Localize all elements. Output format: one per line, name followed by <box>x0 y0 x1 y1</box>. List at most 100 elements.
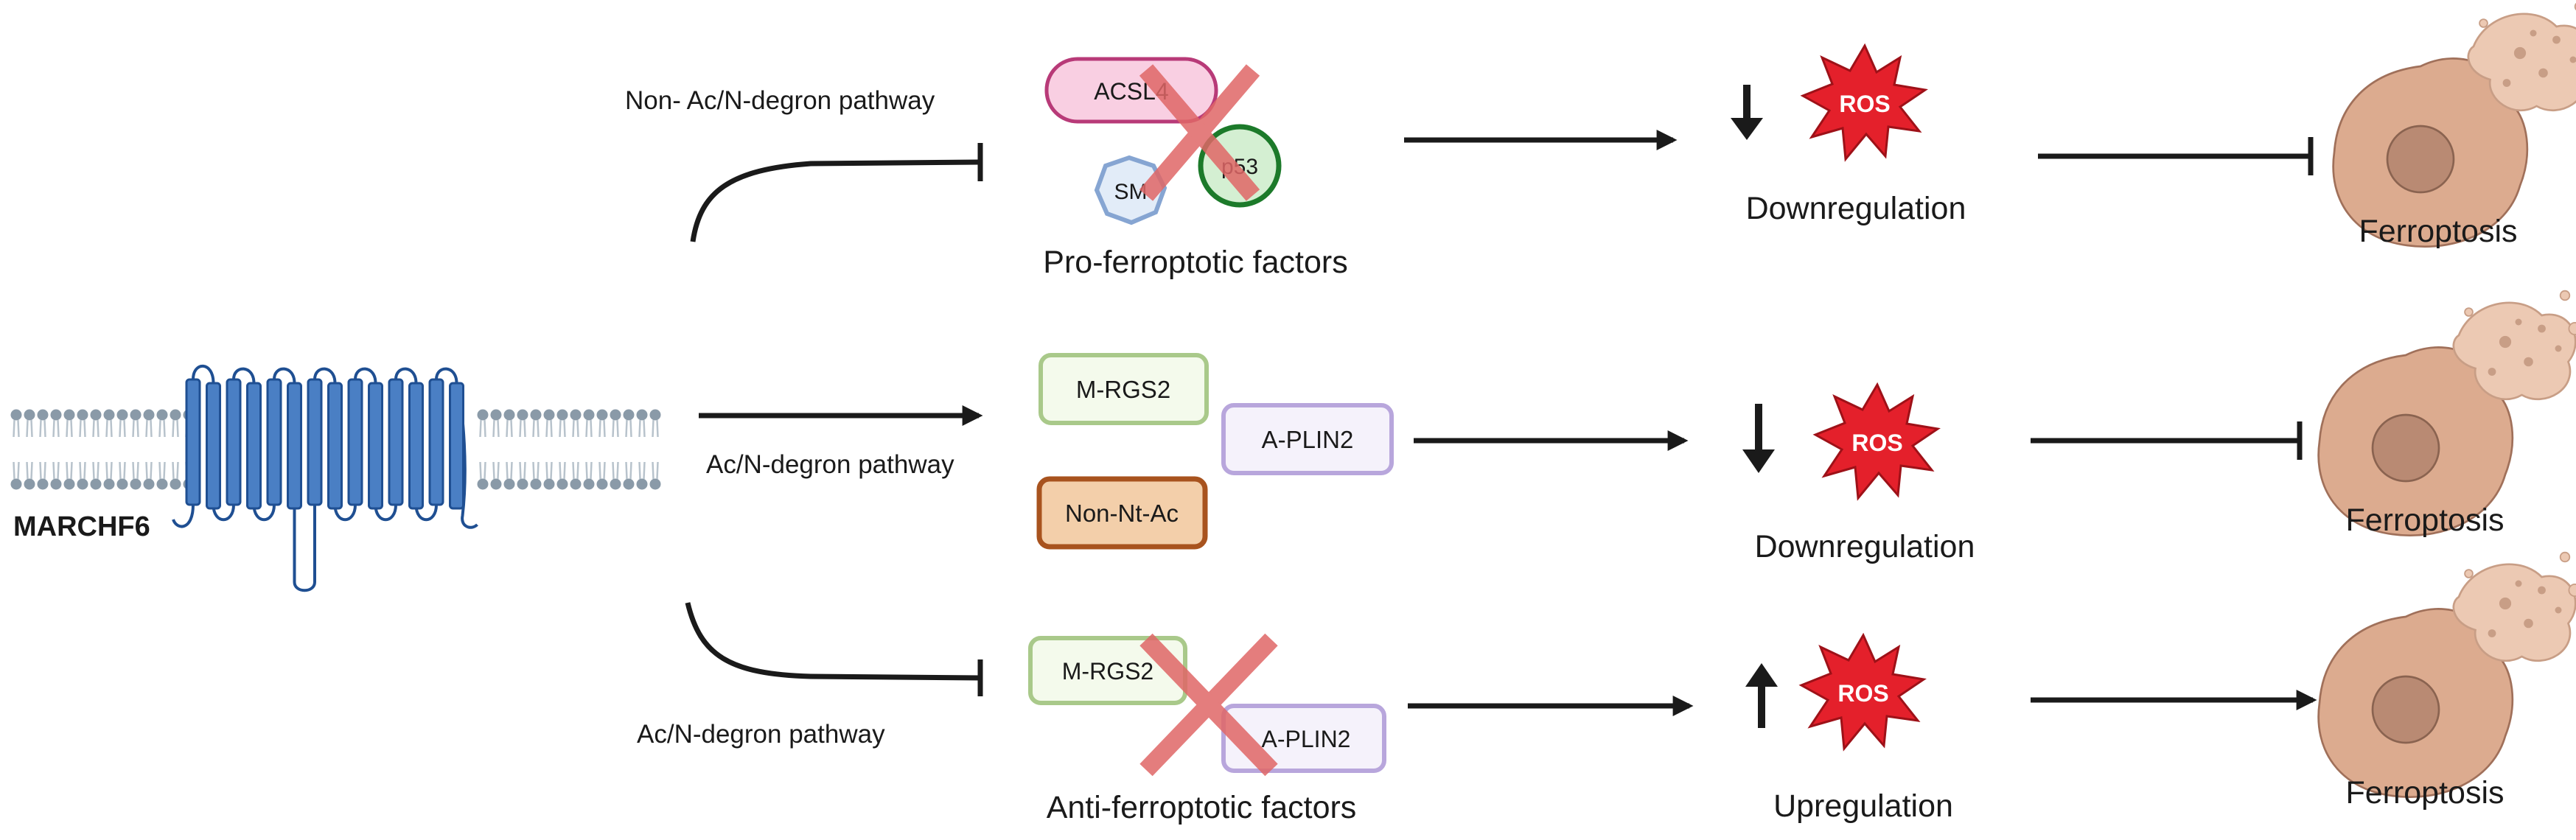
transmembrane-helix <box>246 382 262 510</box>
lipid-head <box>156 408 169 438</box>
bottom-ros: ROS <box>1800 634 1925 750</box>
transmembrane-helix <box>408 382 424 510</box>
bottom-outcome-label: Ferroptosis <box>2345 775 2504 811</box>
lipid-head <box>529 408 542 438</box>
marchf6-protein <box>172 364 478 592</box>
lipid-head <box>556 408 569 438</box>
lipid-head <box>76 408 89 438</box>
bottom-pathway-label: Ac/N-degron pathway <box>637 720 885 749</box>
lipid-head <box>10 461 23 491</box>
lipid-head <box>76 461 89 491</box>
lipid-head <box>649 461 662 491</box>
lipid-head <box>516 408 529 438</box>
lipid-head <box>156 461 169 491</box>
middle-pathway-label: Ac/N-degron pathway <box>706 450 954 479</box>
lipid-head <box>63 461 76 491</box>
factor-a-plin2-middle: A-PLIN2 <box>1221 403 1394 475</box>
transmembrane-helix <box>206 382 221 510</box>
lipid-head <box>489 408 503 438</box>
lipid-head <box>609 461 622 491</box>
bottom-ferroptotic-cell <box>2317 551 2576 799</box>
top-regulation-label: Downregulation <box>1746 191 1966 226</box>
transmembrane-helix <box>266 378 282 506</box>
lipid-head <box>542 461 556 491</box>
transmembrane-helix <box>307 378 323 506</box>
lipid-head <box>10 408 23 438</box>
middle-outcome-label: Ferroptosis <box>2345 503 2504 538</box>
lipid-head <box>89 408 102 438</box>
marchf6-label: MARCHF6 <box>13 511 150 542</box>
lipid-head <box>596 461 609 491</box>
transmembrane-helix <box>428 378 444 506</box>
middle-regulation-label: Downregulation <box>1755 529 1975 564</box>
middle-ros-label: ROS <box>1851 430 1902 456</box>
top-factor-group-label: Pro-ferroptotic factors <box>1043 245 1347 280</box>
lipid-head <box>36 461 49 491</box>
factor-non-nt-ac: Non-Nt-Ac <box>1036 476 1208 550</box>
lipid-head <box>542 408 556 438</box>
top-ros-down-arrow <box>1731 85 1763 140</box>
factor-m-rgs2-middle: M-RGS2 <box>1039 353 1209 425</box>
lipid-head <box>582 408 596 438</box>
lipid-head <box>129 408 142 438</box>
bottom-inhibition-curve <box>685 602 981 681</box>
bottom-regulation-label: Upregulation <box>1773 788 1953 824</box>
lipid-head <box>142 461 156 491</box>
lipid-head <box>556 461 569 491</box>
top-ros-label: ROS <box>1839 91 1890 117</box>
lipid-head <box>102 408 116 438</box>
lipid-head <box>169 408 182 438</box>
transmembrane-helix <box>368 382 383 510</box>
lipid-head <box>622 461 635 491</box>
transmembrane-helix <box>449 382 464 510</box>
lipid-head <box>476 461 489 491</box>
transmembrane-helix <box>388 378 404 506</box>
transmembrane-helix <box>347 378 363 506</box>
lipid-head <box>129 461 142 491</box>
lipid-head <box>116 461 129 491</box>
top-cross-mark <box>1139 64 1260 201</box>
top-ros: ROS <box>1801 44 1927 161</box>
top-outcome-label: Ferroptosis <box>2359 214 2517 249</box>
transmembrane-helix <box>287 382 302 510</box>
lipid-head <box>503 408 516 438</box>
factor-non-nt-ac-label: Non-Nt-Ac <box>1065 500 1179 527</box>
lipid-head <box>635 408 649 438</box>
lipid-head <box>89 461 102 491</box>
lipid-head <box>49 461 63 491</box>
lipid-head <box>116 408 129 438</box>
lipid-head <box>476 408 489 438</box>
top-pathway-label: Non- Ac/N-degron pathway <box>625 86 935 115</box>
factor-sm-label: SM <box>1114 180 1148 204</box>
lipid-head <box>569 461 582 491</box>
bottom-factor-group-label: Anti-ferroptotic factors <box>1047 790 1357 825</box>
middle-ros-down-arrow <box>1742 404 1775 473</box>
lipid-head <box>489 461 503 491</box>
lipid-head <box>102 461 116 491</box>
lipid-head <box>142 408 156 438</box>
bottom-ros-up-arrow <box>1745 663 1778 728</box>
factor-m-rgs2-bottom-label: M-RGS2 <box>1062 658 1153 685</box>
lipid-head <box>569 408 582 438</box>
lipid-head <box>503 461 516 491</box>
lipid-head <box>516 461 529 491</box>
transmembrane-helix <box>226 378 242 506</box>
lipid-head <box>169 461 182 491</box>
transmembrane-helix <box>185 378 201 506</box>
lipid-head <box>622 408 635 438</box>
lipid-head <box>36 408 49 438</box>
lipid-head <box>596 408 609 438</box>
lipid-head <box>582 461 596 491</box>
middle-ros: ROS <box>1814 383 1939 500</box>
factor-a-plin2-middle-label: A-PLIN2 <box>1262 426 1354 453</box>
lipid-head <box>23 461 36 491</box>
protein-loops <box>172 364 478 592</box>
bottom-ros-label: ROS <box>1837 680 1888 707</box>
lipid-head <box>609 408 622 438</box>
factor-m-rgs2-bottom: M-RGS2 <box>1028 636 1187 705</box>
transmembrane-helix <box>327 382 343 510</box>
lipid-head <box>635 461 649 491</box>
top-inhibition-curve <box>690 159 981 242</box>
lipid-head <box>649 408 662 438</box>
